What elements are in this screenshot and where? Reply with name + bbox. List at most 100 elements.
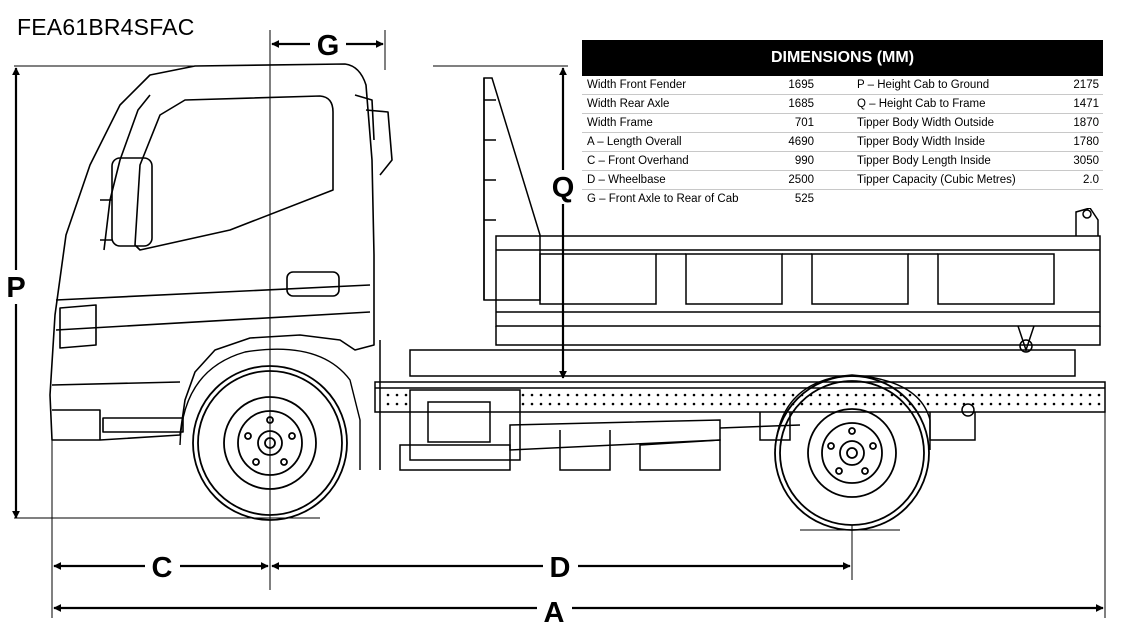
dimension-label-d: D (550, 552, 571, 584)
frame-hole (818, 393, 822, 397)
frame-hole (539, 393, 543, 397)
frame-hole (404, 393, 408, 397)
frame-hole (521, 402, 525, 406)
frame-hole (593, 393, 597, 397)
frame-hole (539, 402, 543, 406)
frame-hole (557, 402, 561, 406)
row-value-left: 525 (794, 193, 814, 205)
frame-hole (980, 393, 984, 397)
row-value-right: 1471 (1073, 98, 1099, 110)
row-gap (814, 133, 852, 151)
chassis (374, 340, 1106, 471)
frame-hole (629, 402, 633, 406)
frame-hole (917, 402, 921, 406)
frame-hole (998, 393, 1002, 397)
frame-hole (899, 402, 903, 406)
frame-hole (809, 402, 813, 406)
frame-hole (395, 402, 399, 406)
frame-hole (764, 402, 768, 406)
row-label-left: Width Frame (587, 117, 653, 129)
frame-hole (845, 393, 849, 397)
frame-hole (989, 393, 993, 397)
row-gap (814, 171, 852, 189)
frame-hole (782, 402, 786, 406)
frame-hole (683, 402, 687, 406)
frame-hole (1097, 393, 1101, 397)
frame-hole (737, 393, 741, 397)
tipper-body (483, 77, 1101, 353)
row-label-left: C – Front Overhand (587, 155, 689, 167)
frame-hole (602, 402, 606, 406)
frame-hole (728, 393, 732, 397)
frame-hole (530, 402, 534, 406)
frame-hole (1025, 393, 1029, 397)
frame-hole (629, 393, 633, 397)
frame-hole (791, 393, 795, 397)
frame-hole (1097, 402, 1101, 406)
frame-hole (773, 393, 777, 397)
frame-hole (944, 402, 948, 406)
row-value-left: 701 (794, 117, 814, 129)
frame-hole (575, 393, 579, 397)
frame-hole (935, 393, 939, 397)
model-code: FEA61BR4SFAC (17, 14, 195, 40)
dimension-arrows (12, 40, 1104, 612)
frame-hole (917, 393, 921, 397)
frame-hole (1034, 393, 1038, 397)
row-value-left: 990 (794, 155, 814, 167)
row-label-left: G – Front Axle to Rear of Cab (587, 193, 739, 205)
frame-hole (530, 393, 534, 397)
row-label-right: Tipper Body Width Outside (857, 117, 994, 129)
cab (49, 63, 393, 441)
frame-holes (386, 393, 1101, 406)
row-label-right: P – Height Cab to Ground (857, 79, 990, 91)
frame-hole (899, 393, 903, 397)
dimension-label-a: A (544, 597, 565, 628)
dimension-label-q: Q (552, 172, 575, 204)
frame-hole (791, 402, 795, 406)
row-value-left: 2500 (788, 174, 814, 186)
frame-hole (665, 393, 669, 397)
row-value-right: 2.0 (1083, 174, 1099, 186)
frame-hole (971, 393, 975, 397)
row-value-right: 3050 (1073, 155, 1099, 167)
row-label-right: Tipper Body Length Inside (857, 155, 991, 167)
frame-hole (1025, 402, 1029, 406)
frame-hole (656, 402, 660, 406)
row-value-left: 1695 (788, 79, 814, 91)
frame-hole (998, 402, 1002, 406)
frame-hole (674, 402, 678, 406)
frame-hole (737, 402, 741, 406)
frame-hole (746, 393, 750, 397)
frame-hole (980, 402, 984, 406)
frame-hole (908, 402, 912, 406)
frame-hole (584, 402, 588, 406)
frame-hole (926, 402, 930, 406)
frame-hole (584, 393, 588, 397)
frame-hole (548, 393, 552, 397)
row-label-right: Tipper Capacity (Cubic Metres) (857, 174, 1016, 186)
row-label-right: Q – Height Cab to Frame (857, 98, 986, 110)
frame-hole (863, 402, 867, 406)
dimension-label-p: P (6, 272, 25, 304)
row-gap (814, 152, 852, 170)
frame-hole (1061, 402, 1065, 406)
dimension-label-c: C (152, 552, 173, 584)
row-value-right: 1780 (1073, 136, 1099, 148)
frame-hole (863, 393, 867, 397)
rear-wheel (774, 374, 931, 531)
frame-hole (845, 402, 849, 406)
row-gap (814, 76, 852, 94)
frame-hole (854, 402, 858, 406)
frame-hole (800, 402, 804, 406)
frame-hole (1007, 402, 1011, 406)
row-label-left: A – Length Overall (587, 136, 682, 148)
frame-hole (1016, 393, 1020, 397)
frame-hole (710, 393, 714, 397)
dimensions-table-row: G – Front Axle to Rear of Cab 525 (582, 190, 1103, 208)
